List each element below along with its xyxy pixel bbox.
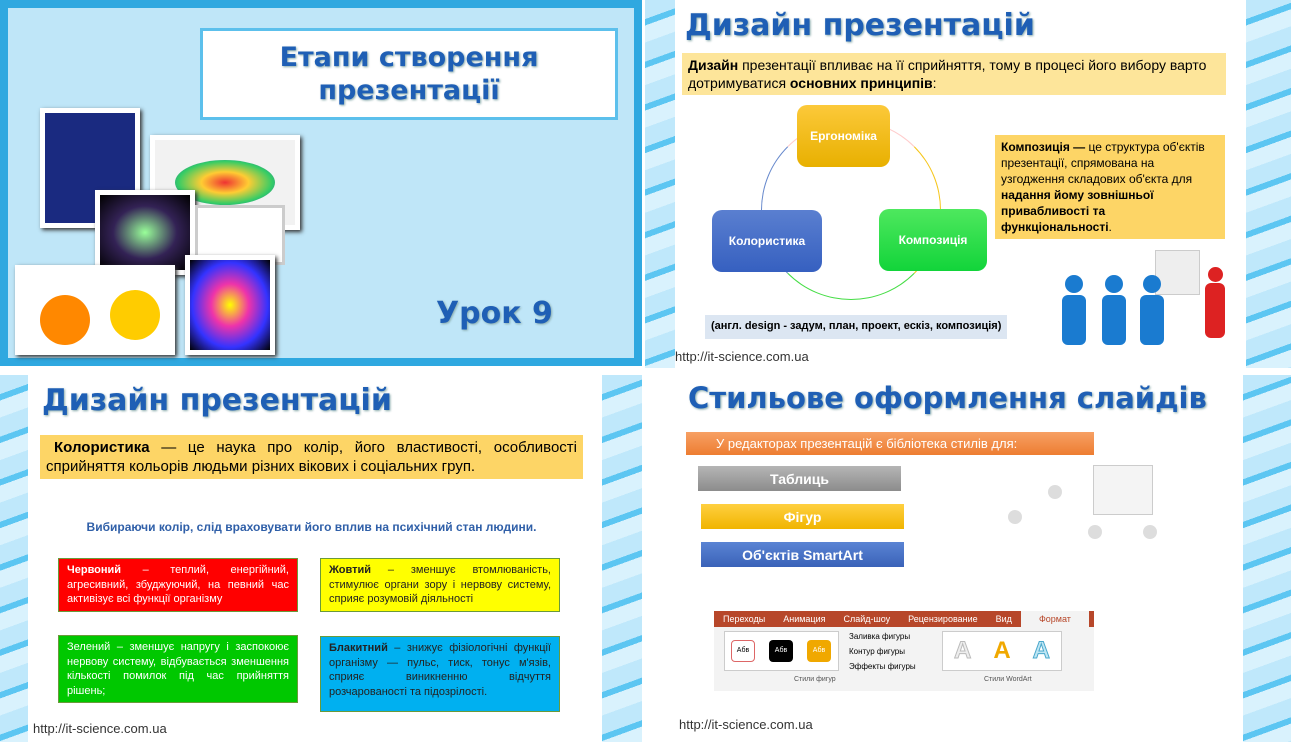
coloristics-definition: Колористика — це наука про колір, його в… (40, 435, 583, 479)
color-card-red: Червоний – теплий, енергійний, агресивни… (58, 558, 298, 612)
tab-view[interactable]: Вид (995, 614, 1012, 624)
tab-format[interactable]: Формат (1020, 611, 1089, 627)
shape-style-black[interactable]: Абв (769, 640, 793, 662)
slide-2[interactable]: Дизайн презентацій Дизайн презентації вп… (645, 0, 1291, 368)
tab-review[interactable]: Рецензирование (908, 614, 978, 624)
slide-3[interactable]: Дизайн презентацій Колористика — це наук… (0, 375, 642, 742)
group-label-wordart-styles: Стили WordArt (984, 676, 1032, 683)
lesson-number: Урок 9 (436, 296, 553, 331)
slide-4[interactable]: Стильове оформлення слайдів У редакторах… (648, 375, 1291, 742)
shapes-style-button[interactable]: Фігур (701, 504, 904, 529)
slide-2-title: Дизайн презентацій (685, 8, 1035, 43)
slide-1-title-box: Етапи створення презентації (200, 28, 618, 120)
composition-definition: Композиція — це структура об'єктів презе… (995, 135, 1225, 239)
color-card-yellow: Жовтий – зменшує втомлюваність, стимулює… (320, 558, 560, 612)
tab-transitions[interactable]: Переходы (723, 614, 766, 624)
color-text: – зменшує напругу і заспокоює нервову си… (67, 641, 289, 697)
shape-style-outline[interactable]: Абв (731, 640, 755, 662)
slide-1[interactable]: Етапи створення презентації Урок 9 (0, 0, 642, 366)
wordart-style-gold[interactable]: A (993, 637, 1011, 664)
color-card-green: Зелений – зменшує напругу і заспокоює не… (58, 635, 298, 703)
node-coloristics: Колористика (712, 210, 822, 272)
slide-3-title: Дизайн презентацій (42, 383, 392, 418)
color-name: Зелений (67, 641, 111, 653)
node-ergonomics: Ергономіка (797, 105, 890, 167)
tab-tell-me[interactable]: Ч (1089, 611, 1094, 627)
intro-bold-2: основних принципів (789, 75, 933, 91)
intro-bold: Дизайн (688, 57, 739, 73)
color-name: Червоний (67, 564, 122, 576)
color-text: – зменшує втомлюваність, стимулює органи… (329, 564, 551, 605)
teacher-illustration (1060, 245, 1230, 367)
wave-decoration-right (602, 375, 642, 742)
definition-bold: Колористика (54, 439, 150, 456)
wordart-style-plain[interactable]: A (953, 637, 972, 665)
composition-bold-2: надання йому зовнішньої привабливості та… (1001, 188, 1154, 234)
shape-format-commands: Заливка фигуры Контур фигуры Эффекты фиг… (849, 629, 916, 674)
color-name: Блакитний (329, 642, 388, 654)
wave-decoration-right (1246, 0, 1291, 368)
design-intro: Дизайн презентації впливає на її сприйня… (682, 53, 1226, 95)
group-label-shape-styles: Стили фигур (794, 676, 836, 683)
definition-text: — це наука про колір, його властивості, … (46, 439, 577, 475)
wave-decoration-right (1243, 375, 1291, 742)
wave-decoration-left (645, 0, 675, 368)
tables-style-button[interactable]: Таблиць (698, 466, 901, 491)
composition-text: це структура об'єктів презентації, спрям… (1001, 140, 1205, 186)
site-url[interactable]: http://it-science.com.ua (679, 717, 813, 732)
design-note: (англ. design - задум, план, проект, еск… (705, 315, 1008, 339)
ribbon-tabs: Переходы Анимация Слайд-шоу Рецензирован… (714, 611, 1094, 627)
wordart-gallery: A A A (942, 631, 1062, 671)
color-text: – знижує фізіологічні функції організму … (329, 642, 551, 698)
presentation-illustration (998, 460, 1243, 598)
tab-animation[interactable]: Анимация (783, 614, 826, 624)
site-url[interactable]: http://it-science.com.ua (33, 721, 167, 736)
shape-style-gold[interactable]: Абв (807, 640, 831, 662)
smartart-style-button[interactable]: Об'єктів SmartArt (701, 542, 904, 567)
shape-outline-button[interactable]: Контур фигуры (849, 647, 905, 656)
composition-bold: Композиція — (1001, 140, 1086, 154)
node-composition: Композиція (879, 209, 987, 271)
color-subtitle: Вибираючи колір, слід враховувати його в… (86, 520, 537, 534)
intro-text: презентації впливає на її сприйняття, то… (688, 57, 1207, 91)
shape-fill-button[interactable]: Заливка фигуры (849, 632, 911, 641)
shape-styles-gallery: Абв Абв Абв (724, 631, 839, 671)
color-text: – теплий, енергійний, агресивний, збуджу… (67, 564, 289, 605)
tab-slideshow[interactable]: Слайд-шоу (843, 614, 891, 624)
color-card-blue: Блакитний – знижує фізіологічні функції … (320, 636, 560, 712)
slide-1-title: Етапи створення презентації (279, 42, 539, 106)
styles-banner: У редакторах презентацій є бібліотека ст… (686, 432, 1094, 455)
wordart-style-blue[interactable]: A (1032, 637, 1050, 665)
format-ribbon: Переходы Анимация Слайд-шоу Рецензирован… (714, 611, 1094, 691)
color-name: Жовтий (329, 564, 372, 576)
wave-decoration-left (0, 375, 28, 742)
site-url[interactable]: http://it-science.com.ua (675, 349, 809, 364)
shape-effects-button[interactable]: Эффекты фигуры (849, 662, 916, 671)
slide-4-title: Стильове оформлення слайдів (688, 381, 1207, 415)
